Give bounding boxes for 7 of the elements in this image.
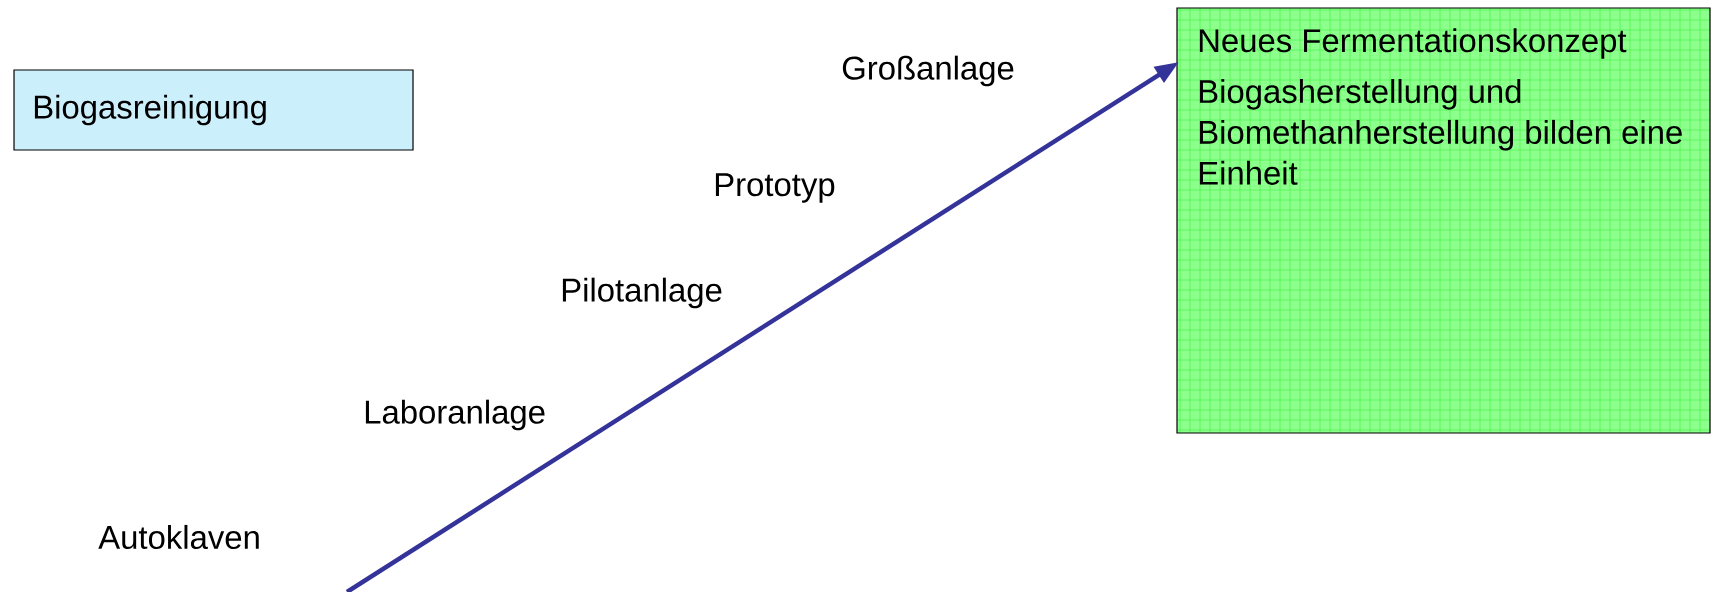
concept-box: Neues Fermentationskonzept Biogasherstellung und Biomethanherstellung bilden eine Einheit xyxy=(1176,7,1711,434)
text-box: Biogasreinigung xyxy=(13,69,414,151)
stage-label: Prototyp xyxy=(715,173,835,203)
stage-label: Laboranlage xyxy=(365,399,545,431)
stage-label: Autoklaven xyxy=(98,524,259,550)
stage-label: Pilotanlage xyxy=(562,277,722,309)
stage-label: Großanlage xyxy=(842,55,1014,87)
